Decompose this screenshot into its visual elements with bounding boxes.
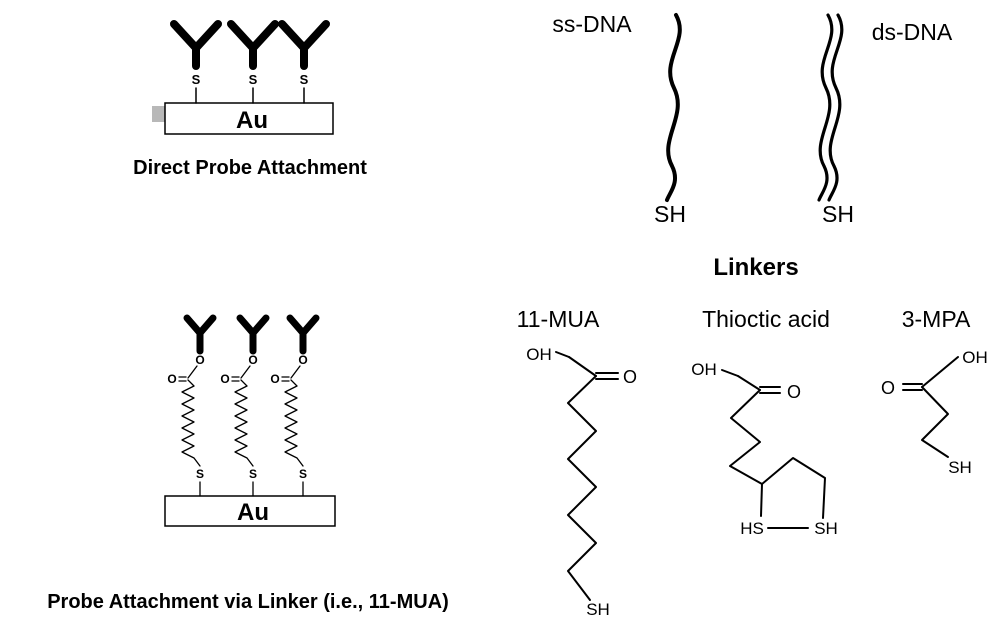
gray-corner-marker xyxy=(152,106,166,122)
linker-antibody-strand: O O S xyxy=(167,314,217,497)
ds-dna-strand-a xyxy=(817,13,834,202)
carbonyl-o-label: O xyxy=(270,372,279,386)
dna-panel: ss-DNA SH ds-DNA SH xyxy=(552,11,953,227)
carbonyl-o-label: O xyxy=(220,372,229,386)
thioctic-oh-label: OH xyxy=(691,360,717,379)
thiol-s-label: S xyxy=(300,72,309,87)
ester-o-label: O xyxy=(195,353,204,367)
linker-attachment-caption: Probe Attachment via Linker (i.e., 11-MU… xyxy=(47,591,449,613)
thiol-s-label: S xyxy=(249,467,257,481)
au-label-direct: Au xyxy=(236,107,268,134)
antibody-icon: S xyxy=(227,20,279,104)
carbonyl-o-label: O xyxy=(167,372,176,386)
direct-attachment-caption: Direct Probe Attachment xyxy=(133,157,367,179)
gold-surface-linker xyxy=(164,495,336,527)
ds-dna-label: ds-DNA xyxy=(872,19,953,45)
mpa-o-label: O xyxy=(881,378,895,398)
antibody-icon: S xyxy=(278,20,330,104)
thioctic-sh-label: SH xyxy=(814,519,838,538)
ester-o-label: O xyxy=(298,353,307,367)
thiol-s-label: S xyxy=(192,72,201,87)
linker-antibody-strand: O O S xyxy=(220,314,270,497)
thioctic-hs-label: HS xyxy=(740,519,764,538)
direct-attachment-panel: Au S S S Direct Probe Attachment xyxy=(133,20,367,179)
mua-o-label: O xyxy=(623,367,637,387)
ss-dna-label: ss-DNA xyxy=(552,11,632,37)
mpa-name: 3-MPA xyxy=(902,306,971,332)
mua-name: 11-MUA xyxy=(517,306,600,332)
mpa-structure: 3-MPA OH O SH xyxy=(881,306,988,477)
ds-dna-thiol-label: SH xyxy=(822,201,854,227)
mua-oh-label: OH xyxy=(526,345,552,364)
ester-o-label: O xyxy=(248,353,257,367)
linker-attachment-panel: Au O O S O O S O xyxy=(47,314,449,613)
thioctic-name: Thioctic acid xyxy=(702,306,830,332)
mpa-oh-label: OH xyxy=(962,348,988,367)
gold-surface-direct xyxy=(164,102,334,135)
antibody-icon: S xyxy=(170,20,222,104)
thiol-s-label: S xyxy=(196,467,204,481)
ds-dna-strand-b xyxy=(827,13,844,202)
au-label-linker: Au xyxy=(237,499,269,526)
thioctic-o-label: O xyxy=(787,382,801,402)
thiol-s-label: S xyxy=(299,467,307,481)
mpa-sh-label: SH xyxy=(948,458,972,477)
linkers-panel: Linkers 11-MUA OH O SH Thioctic acid OH … xyxy=(517,254,988,619)
mua-sh-label: SH xyxy=(586,600,610,619)
mua-structure: 11-MUA OH O SH xyxy=(517,306,637,619)
thioctic-acid-structure: Thioctic acid OH O HS SH xyxy=(691,306,838,538)
thiol-s-label: S xyxy=(249,72,258,87)
linkers-heading: Linkers xyxy=(713,254,798,281)
ss-dna-thiol-label: SH xyxy=(654,201,686,227)
ss-dna-strand xyxy=(665,13,682,202)
linker-antibody-strand: O O S xyxy=(270,314,320,497)
